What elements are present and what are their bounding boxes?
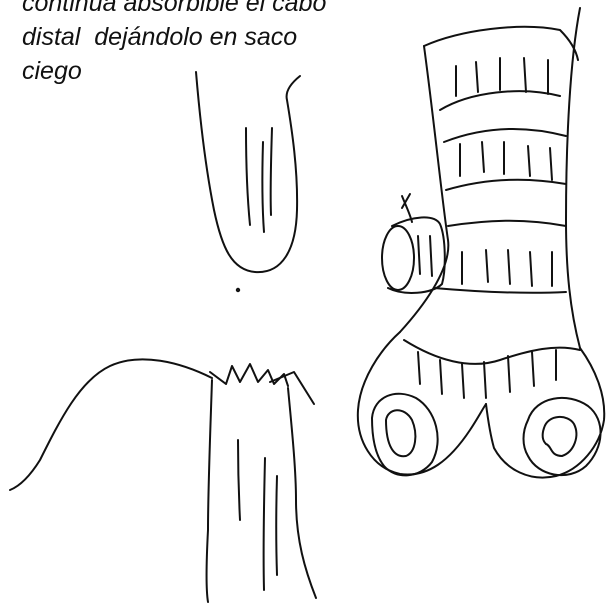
sutured-stump-drawing xyxy=(10,359,316,602)
right-lumen-outer xyxy=(524,398,601,475)
blind-pouch-fold-3 xyxy=(271,128,272,215)
blind-pouch-drawing xyxy=(196,72,300,291)
blind-pouch-outline xyxy=(196,72,300,272)
left-lumen-inner xyxy=(386,410,415,456)
stump-fold-2 xyxy=(264,458,265,590)
trunk-top-outline xyxy=(424,27,578,60)
branch-stub-ticks xyxy=(418,236,432,276)
suture-thread xyxy=(10,359,212,490)
ring-band-1 xyxy=(440,91,560,110)
ring-band-3 xyxy=(446,180,566,190)
branch-stub-opening xyxy=(382,226,414,290)
blind-pouch-fold-1 xyxy=(246,128,250,225)
right-lumen-inner xyxy=(543,417,577,456)
blind-pouch-fold-2 xyxy=(262,142,264,232)
ring-ticks-lower xyxy=(462,250,552,286)
stump-outline xyxy=(207,380,317,602)
ring-band-5 xyxy=(434,288,566,293)
branch-stub-tie xyxy=(402,194,412,222)
bifurcation-outer-right xyxy=(486,348,604,478)
ring-ticks-upper xyxy=(456,58,548,96)
left-lumen-outer xyxy=(372,394,438,476)
ring-band-4 xyxy=(448,221,566,226)
stray-dot xyxy=(237,289,239,291)
stump-fold-3 xyxy=(276,476,277,575)
suture-tail xyxy=(270,372,314,404)
suture-knot xyxy=(210,364,288,386)
bifurcation-saddle xyxy=(404,340,580,364)
stump-fold-1 xyxy=(238,440,240,520)
bifurcation-drawing xyxy=(358,8,604,478)
ring-ticks-middle xyxy=(460,142,552,180)
ring-band-2 xyxy=(444,129,566,142)
